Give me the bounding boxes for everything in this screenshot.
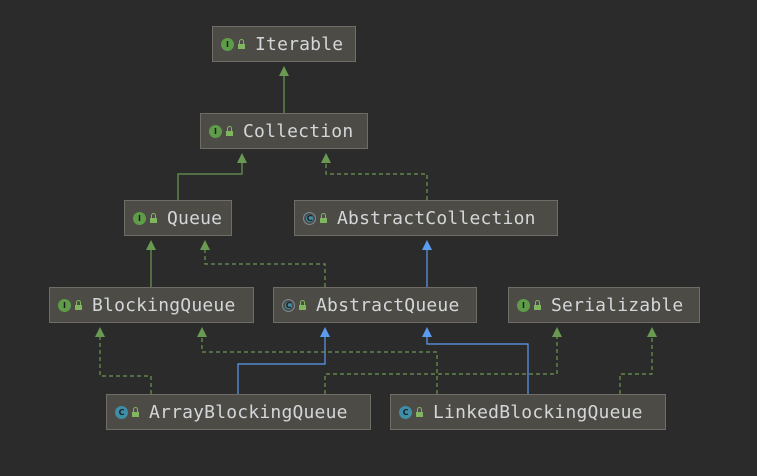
edge-line (204, 249, 326, 287)
edge-linked_blocking_queue-to-abstract_queue (422, 327, 529, 394)
edge-abstract_queue-to-abstract_collection (422, 240, 432, 287)
edge-linked_blocking_queue-to-serializable (619, 327, 657, 394)
node-queue[interactable]: I Queue (124, 200, 232, 236)
interface-badge-icon: I (221, 37, 234, 51)
arrowhead-icon (647, 327, 657, 337)
node-label: LinkedBlockingQueue (433, 401, 643, 423)
edge-array_blocking_queue-to-serializable (324, 327, 562, 394)
lock-icon (75, 299, 82, 310)
edge-line (324, 336, 558, 394)
arrowhead-icon (422, 327, 432, 337)
lock-icon (238, 38, 245, 49)
arrowhead-icon (279, 66, 289, 76)
lock-icon (132, 406, 139, 417)
arrowhead-icon (200, 240, 210, 250)
interface-badge-icon: I (133, 211, 146, 225)
class-badge-icon: C (399, 405, 412, 419)
lock-icon (226, 125, 233, 136)
arrowhead-icon (146, 240, 156, 250)
edge-line (201, 336, 438, 394)
edge-line (177, 162, 243, 200)
lock-icon (534, 299, 541, 310)
node-label: BlockingQueue (92, 294, 236, 316)
interface-badge-icon: I (209, 124, 222, 138)
node-linked-blocking-queue[interactable]: C LinkedBlockingQueue (390, 394, 666, 430)
edge-line (99, 336, 152, 394)
edge-blocking_queue-to-queue (146, 240, 156, 287)
arrowhead-icon (320, 327, 330, 337)
arrowhead-icon (552, 327, 562, 337)
node-label: Iterable (255, 33, 344, 55)
interface-badge-icon: I (517, 298, 530, 312)
node-collection[interactable]: I Collection (200, 113, 368, 149)
node-label: Queue (167, 207, 223, 229)
lock-icon (299, 299, 306, 310)
arrowhead-icon (237, 153, 247, 163)
edge-array_blocking_queue-to-blocking_queue (95, 327, 152, 394)
node-label: ArrayBlockingQueue (149, 401, 348, 423)
node-abstract-queue[interactable]: C AbstractQueue (273, 287, 477, 323)
edge-line (325, 162, 428, 200)
abstract-class-badge-icon: C (282, 298, 295, 312)
edge-line (237, 336, 326, 394)
edge-abstract_queue-to-queue (200, 240, 326, 287)
edge-queue-to-collection (177, 153, 247, 200)
lock-icon (150, 212, 157, 223)
node-label: AbstractQueue (316, 294, 460, 316)
arrowhead-icon (95, 327, 105, 337)
arrowhead-icon (422, 240, 432, 250)
edge-array_blocking_queue-to-abstract_queue (237, 327, 330, 394)
node-label: AbstractCollection (337, 207, 536, 229)
node-abstract-collection[interactable]: C AbstractCollection (294, 200, 558, 236)
class-badge-icon: C (115, 405, 128, 419)
arrowhead-icon (197, 327, 207, 337)
edge-collection-to-iterable (279, 66, 289, 113)
interface-badge-icon: I (58, 298, 71, 312)
edge-linked_blocking_queue-to-blocking_queue (197, 327, 438, 394)
node-iterable[interactable]: I Iterable (212, 26, 356, 62)
abstract-class-badge-icon: C (303, 211, 316, 225)
node-label: Serializable (551, 294, 684, 316)
edge-line (426, 336, 529, 394)
node-blocking-queue[interactable]: I BlockingQueue (49, 287, 254, 323)
arrowhead-icon (321, 153, 331, 163)
edge-abstract_collection-to-collection (321, 153, 428, 200)
edge-line (619, 336, 653, 394)
node-array-blocking-queue[interactable]: C ArrayBlockingQueue (106, 394, 371, 430)
node-label: Collection (243, 120, 354, 142)
node-serializable[interactable]: I Serializable (508, 287, 700, 323)
lock-icon (320, 212, 327, 223)
lock-icon (416, 406, 423, 417)
